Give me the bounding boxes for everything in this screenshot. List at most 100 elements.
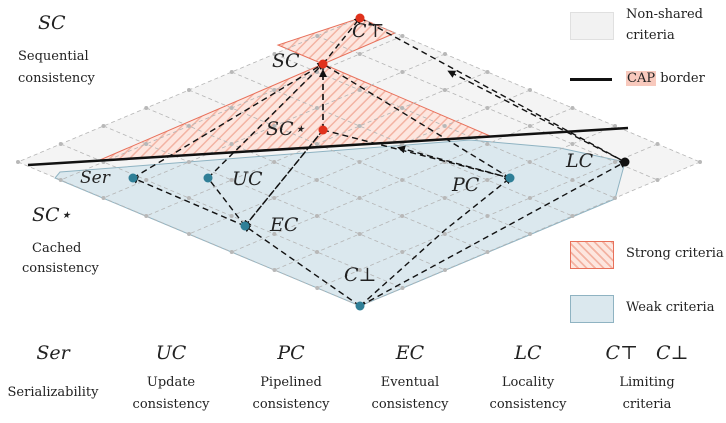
- grid-dot: [527, 160, 532, 164]
- label-ser: Ser: [80, 168, 110, 188]
- grid-dot: [229, 214, 234, 218]
- grid-dot: [485, 106, 490, 110]
- node-lc: [620, 157, 630, 167]
- bottom-ser-name: Serializability: [7, 385, 99, 400]
- grid-dot: [485, 250, 490, 254]
- grid-dot: [187, 88, 191, 92]
- bottom-lc-name-2: consistency: [489, 397, 567, 412]
- arrow-ec-scstar: [244, 129, 324, 227]
- bottom-limit-name-1: Limiting: [619, 375, 675, 390]
- node-scstar: [318, 125, 328, 135]
- grid-dot: [144, 178, 149, 182]
- grid-dot: [272, 160, 277, 164]
- grid-dot: [400, 70, 405, 74]
- grid-dot: [314, 214, 319, 218]
- legend-nonshared-label-2: criteria: [626, 28, 675, 43]
- grid-dot: [613, 124, 617, 128]
- node-cbot: [355, 301, 365, 311]
- label-pc: PC: [452, 174, 480, 196]
- grid-dot: [272, 268, 277, 272]
- grid-dot: [272, 124, 277, 128]
- grid-dot: [485, 214, 490, 218]
- side-scstar-symbol: SC⋆: [32, 204, 72, 226]
- grid-dot: [400, 106, 405, 110]
- grid-dot: [357, 268, 362, 272]
- side-sc-name-1: Sequential: [18, 49, 89, 64]
- grid-dot: [612, 160, 617, 164]
- node-sc: [318, 59, 328, 69]
- grid-dot: [229, 106, 234, 110]
- grid-dot: [315, 34, 320, 38]
- bottom-ec-symbol: EC: [395, 342, 425, 364]
- legend-nonshared-label-1: Non-shared: [626, 7, 703, 22]
- grid-dot: [144, 142, 149, 146]
- node-uc: [203, 173, 213, 183]
- label-ec: EC: [270, 214, 299, 236]
- grid-dot: [272, 88, 277, 92]
- legend-strong-swatch: [570, 241, 614, 269]
- grid-dots: [16, 16, 702, 308]
- grid-dot: [442, 232, 447, 236]
- grid-dot: [229, 250, 234, 254]
- grid-dot: [186, 124, 191, 128]
- arrow-pc-sc: [322, 63, 511, 179]
- grid-dot: [443, 52, 447, 56]
- arrow-ser-sc: [132, 62, 326, 179]
- grid-dot: [485, 70, 490, 74]
- bottom-ec-name-1: Eventual: [380, 375, 440, 390]
- grid-dot: [357, 88, 362, 92]
- legend-weak-swatch: [570, 295, 614, 323]
- grid-dot: [357, 52, 362, 56]
- grid-dot: [186, 196, 191, 200]
- arrow-cbot-pc: [359, 176, 513, 307]
- bottom-pc-name-2: consistency: [252, 397, 330, 412]
- grid-dot: [144, 214, 149, 218]
- legend-strong-label: Strong criteria: [626, 246, 724, 261]
- grid-dot: [229, 70, 234, 74]
- grid-dot: [357, 232, 362, 236]
- bottom-ser-symbol: Ser: [36, 342, 70, 364]
- grid-dot: [315, 286, 320, 290]
- grid-dot: [58, 178, 63, 182]
- bottom-lc-name-1: Locality: [501, 375, 555, 390]
- bottom-lc-symbol: LC: [514, 342, 542, 364]
- arrow-cbot-ec: [242, 224, 361, 307]
- bottom-ec-name-2: consistency: [371, 397, 449, 412]
- arrow-ec-ser: [130, 176, 246, 227]
- grid-dot: [570, 142, 575, 146]
- grid-dot: [315, 250, 320, 254]
- legend-cap-line: [570, 78, 612, 81]
- grid-dot: [272, 52, 277, 56]
- bottom-uc-name-2: consistency: [132, 397, 210, 412]
- grid-dot: [400, 34, 405, 38]
- grid-dot: [655, 178, 660, 182]
- grid-dot: [442, 196, 447, 200]
- bottom-pc-symbol: PC: [277, 342, 305, 364]
- grid-dot: [570, 106, 575, 110]
- node-ser: [128, 173, 138, 183]
- legend-cap-label: CAP border: [626, 70, 705, 88]
- label-sc: SC: [272, 50, 300, 72]
- grid-dot: [527, 124, 532, 128]
- bottom-uc-name-1: Update: [146, 375, 196, 390]
- grid-dot: [357, 124, 362, 128]
- grid-dot: [187, 232, 191, 236]
- node-pc: [505, 173, 515, 183]
- arrow-ec-uc: [207, 177, 246, 227]
- side-sc-symbol: SC: [38, 12, 66, 34]
- grid-dot: [570, 178, 575, 182]
- grid-dot: [613, 196, 617, 200]
- grid-dot: [16, 160, 20, 164]
- grid-dot: [272, 196, 277, 200]
- grid-dot: [314, 142, 319, 146]
- side-scstar-name-2: consistency: [22, 261, 99, 276]
- arrow-cbot-lc: [359, 160, 628, 307]
- grid-dot: [443, 268, 447, 272]
- grid-dot: [528, 232, 532, 236]
- bottom-limit-name-2: criteria: [622, 397, 672, 412]
- side-sc-name-2: consistency: [18, 71, 95, 86]
- label-ctop: C⊤: [352, 20, 385, 42]
- grid-dot: [101, 124, 106, 128]
- label-uc: UC: [232, 168, 263, 190]
